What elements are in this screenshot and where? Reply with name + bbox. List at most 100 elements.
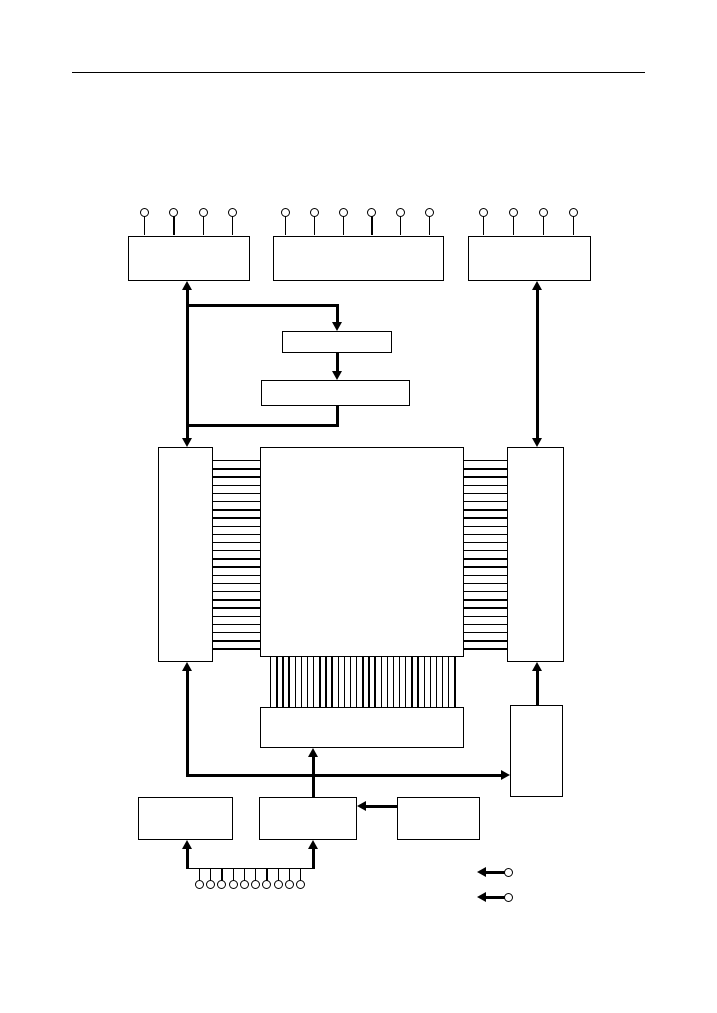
bus-line xyxy=(464,640,507,642)
pin-icon xyxy=(539,208,548,235)
arrow-down-icon xyxy=(332,322,342,331)
bus-line xyxy=(448,657,450,707)
arrow-right-icon xyxy=(501,770,510,780)
bus-line xyxy=(343,657,346,707)
pin-icon xyxy=(198,208,208,235)
bottom-wide-box xyxy=(260,707,464,748)
bus-line xyxy=(454,657,456,707)
bus-line xyxy=(374,657,376,707)
bus-line xyxy=(213,541,260,544)
bus-line xyxy=(464,492,507,495)
center-box xyxy=(260,447,464,657)
bus-line xyxy=(464,500,507,503)
left-bus-lines xyxy=(213,460,260,650)
bus-line xyxy=(464,558,507,560)
arrow-up-icon xyxy=(308,748,318,757)
bus-line xyxy=(464,517,507,519)
top-center-box xyxy=(273,236,444,281)
pin-icon xyxy=(217,869,227,889)
arrow-left-icon xyxy=(357,801,366,811)
bus-line xyxy=(362,657,364,707)
bus-line xyxy=(300,657,303,707)
pin-icon xyxy=(169,208,179,235)
small-upper-box xyxy=(282,331,392,353)
pin-icon xyxy=(140,208,149,235)
arrow-up-icon xyxy=(532,662,542,671)
bus-line xyxy=(380,657,382,707)
bus-line xyxy=(282,657,284,707)
bus-line xyxy=(213,492,260,495)
bus-line xyxy=(464,631,507,634)
bus-line xyxy=(213,648,260,650)
arrow-up-icon xyxy=(532,281,542,290)
bus-line xyxy=(337,657,339,707)
bus-line xyxy=(213,558,260,560)
arrow-up-icon xyxy=(182,840,192,849)
bottom-left-box xyxy=(138,797,233,840)
pin-icon xyxy=(273,869,283,889)
bus-line xyxy=(312,657,315,707)
bus-line xyxy=(319,657,321,707)
pin-icon xyxy=(262,869,272,889)
branch-horizontal-line xyxy=(186,304,339,307)
bus-line xyxy=(355,657,358,707)
bus-line xyxy=(213,525,260,527)
bottom-connector-rail xyxy=(186,868,315,870)
bottom-middle-box xyxy=(259,797,357,840)
middle-up-line xyxy=(312,756,315,797)
bus-line xyxy=(213,574,260,577)
branch-vertical-line xyxy=(336,304,339,324)
bus-line xyxy=(270,657,272,707)
pin-icon xyxy=(295,869,305,889)
pin-icon xyxy=(206,869,216,889)
bottom-pin-row xyxy=(195,869,305,889)
small-lower-box xyxy=(261,380,410,406)
bus-line xyxy=(398,657,401,707)
bus-line xyxy=(429,657,432,707)
bus-line xyxy=(294,657,296,707)
bus-line xyxy=(435,657,438,707)
bus-line xyxy=(288,657,290,707)
bus-line xyxy=(276,657,278,707)
bus-line xyxy=(405,657,407,707)
top-left-box xyxy=(128,236,250,281)
small-box-link-line xyxy=(336,353,339,372)
bus-line xyxy=(464,648,507,650)
bus-line xyxy=(213,460,260,462)
left-column-box xyxy=(158,447,213,662)
bus-line xyxy=(423,657,425,707)
pin-icon xyxy=(504,893,513,902)
bus-line xyxy=(213,476,260,478)
long-horizontal-line xyxy=(186,774,501,777)
bus-line xyxy=(464,525,507,527)
bus-line xyxy=(464,574,507,577)
header-rule xyxy=(72,72,645,74)
bus-line xyxy=(213,517,260,519)
bus-line xyxy=(349,657,352,707)
arrow-up-icon xyxy=(182,281,192,290)
bus-line xyxy=(464,582,507,585)
bus-line xyxy=(464,460,507,462)
bus-line xyxy=(213,566,260,568)
return-vertical-line xyxy=(336,406,339,427)
bottom-left-feed-line xyxy=(186,848,189,869)
pin-icon xyxy=(338,208,348,235)
bus-line xyxy=(325,657,327,707)
bus-line xyxy=(464,623,507,626)
bus-line xyxy=(213,550,260,552)
pin-icon xyxy=(424,208,434,235)
right-bus-lines xyxy=(464,460,507,650)
bus-line xyxy=(213,631,260,634)
bus-line xyxy=(464,591,507,593)
arrow-up-icon xyxy=(308,840,318,849)
bus-line xyxy=(213,533,260,536)
return-horizontal-line xyxy=(186,424,339,427)
pin-icon xyxy=(281,208,290,235)
bus-line xyxy=(464,607,507,609)
bus-line xyxy=(464,533,507,536)
right-small-box xyxy=(510,705,563,797)
pin-icon xyxy=(239,869,249,889)
bus-line xyxy=(411,657,413,707)
arrow-down-icon xyxy=(532,438,542,447)
